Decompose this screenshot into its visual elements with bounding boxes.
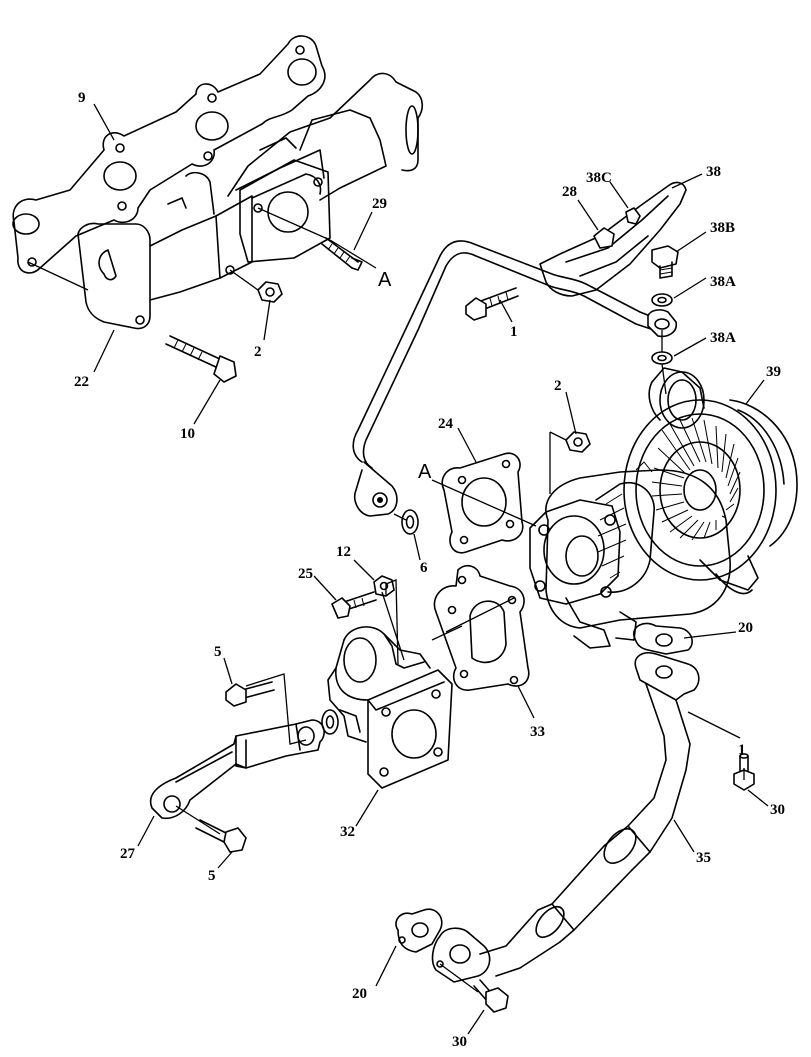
callout-32: 32 bbox=[340, 824, 355, 840]
leader-lines bbox=[27, 103, 769, 1035]
manifold-gasket bbox=[12, 35, 326, 274]
callout-2-turbo: 2 bbox=[554, 378, 562, 394]
bracket-bolt-upper bbox=[225, 681, 275, 707]
sealing-washer-upper bbox=[651, 293, 673, 307]
drain-flange-bolt-lower bbox=[473, 979, 509, 1013]
turbine-blades bbox=[651, 417, 741, 541]
callout-9: 9 bbox=[78, 90, 86, 106]
callout-1-upper: 1 bbox=[510, 324, 518, 340]
turbocharger bbox=[529, 367, 798, 649]
exhaust-outlet-elbow bbox=[321, 626, 453, 789]
callout-2-manifold: 2 bbox=[254, 344, 262, 360]
sealing-washer-lower bbox=[651, 351, 673, 365]
callout-12: 12 bbox=[336, 544, 351, 560]
callout-1-lower: 1 bbox=[738, 742, 746, 758]
callout-29: 29 bbox=[372, 196, 387, 212]
oil-pipe-washer bbox=[401, 509, 419, 535]
oil-drain-pipe bbox=[431, 652, 700, 983]
callout-33: 33 bbox=[530, 724, 545, 740]
reference-a-turbo: A bbox=[418, 461, 432, 483]
drain-flange-gasket-lower bbox=[395, 908, 443, 953]
callout-5-upper: 5 bbox=[214, 644, 222, 660]
elbow-bolt bbox=[331, 591, 377, 619]
oil-supply-pipe bbox=[352, 181, 687, 517]
callout-30-upper: 30 bbox=[770, 802, 785, 818]
callout-27: 27 bbox=[120, 846, 136, 862]
outlet-elbow-gasket bbox=[433, 564, 530, 691]
callout-38b: 38B bbox=[710, 220, 735, 236]
manifold-bolt bbox=[165, 335, 237, 383]
drain-flange-gasket-upper bbox=[633, 622, 693, 655]
callout-20-lower: 20 bbox=[352, 986, 367, 1002]
bracket-bolt-lower bbox=[195, 819, 247, 853]
callout-24: 24 bbox=[438, 416, 454, 432]
callout-20-upper: 20 bbox=[738, 620, 753, 636]
callout-10: 10 bbox=[180, 426, 195, 442]
reference-a-manifold: A bbox=[378, 269, 392, 291]
callout-22: 22 bbox=[74, 374, 89, 390]
callout-5-lower: 5 bbox=[208, 868, 216, 884]
turbo-mounting-gasket bbox=[441, 452, 524, 554]
pipe-clip-bolt bbox=[465, 287, 519, 321]
banjo-bolt bbox=[651, 245, 679, 279]
callout-38a-lower: 38A bbox=[710, 330, 736, 346]
turbo-support-bracket bbox=[149, 719, 325, 820]
callout-38: 38 bbox=[706, 164, 721, 180]
callout-35: 35 bbox=[696, 850, 711, 866]
manifold-stud bbox=[321, 237, 363, 271]
callout-28: 28 bbox=[562, 184, 577, 200]
callout-38c: 38C bbox=[586, 170, 612, 186]
callout-6: 6 bbox=[420, 560, 428, 576]
callout-39: 39 bbox=[766, 364, 781, 380]
callout-38a-upper: 38A bbox=[710, 274, 736, 290]
callout-25: 25 bbox=[298, 566, 313, 582]
callout-30-lower: 30 bbox=[452, 1034, 467, 1050]
callout-labels: 9 29 2 22 10 28 38C 38 38B 38A 38A 1 39 … bbox=[74, 90, 785, 1050]
elbow-nut bbox=[373, 575, 395, 597]
exhaust-manifold bbox=[77, 72, 424, 330]
manifold-nut bbox=[257, 281, 283, 303]
turbo-stud-nut bbox=[565, 431, 591, 453]
